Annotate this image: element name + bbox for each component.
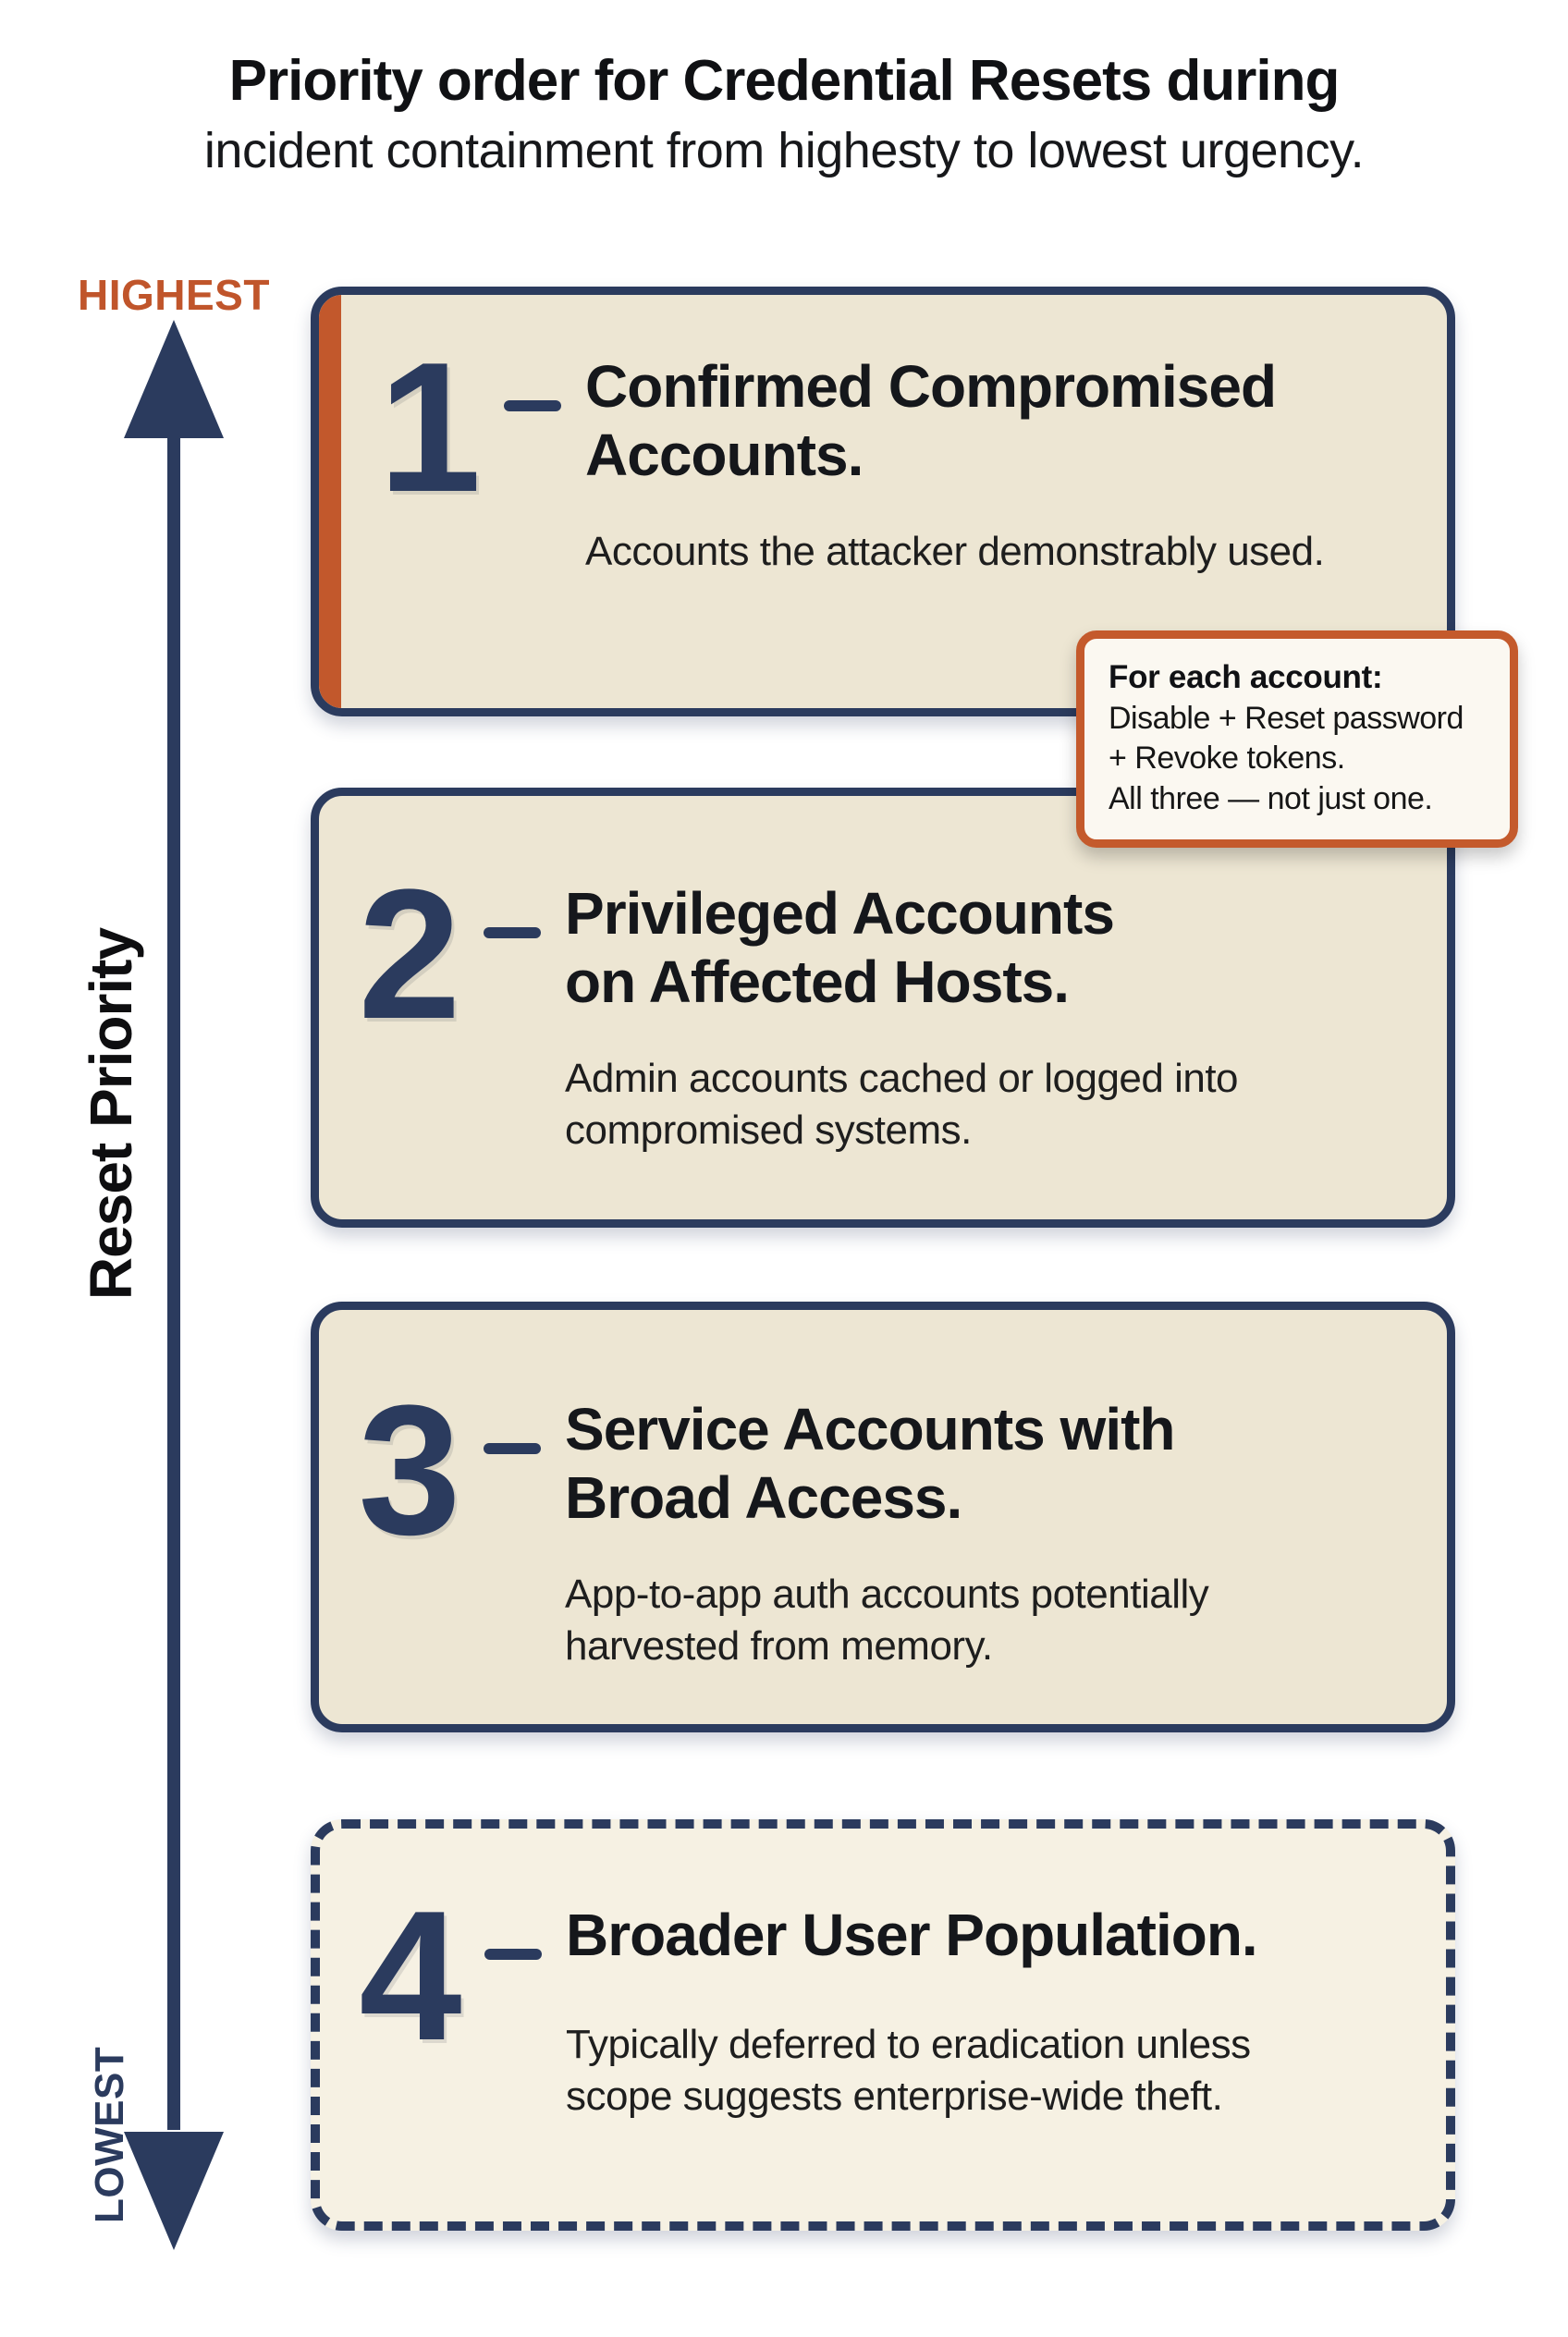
priority-2-description: Admin accounts cached or logged into com… [565,1056,1239,1153]
priority-box-2: 2 Privileged Accounts on Affected Hosts.… [311,788,1455,1228]
priority-box-4: 4 Broader User Population. Typically def… [311,1819,1455,2231]
callout-line: Disable + Reset password [1109,700,1464,736]
callout-heading: For each account: [1109,659,1383,695]
dash-separator [484,1949,542,1960]
priority-4-description: Typically deferred to eradication unless… [566,2022,1251,2119]
axis-highest-label: HIGHEST [78,271,270,319]
title-line-1: Priority order for Credential Resets dur… [228,49,1341,113]
page-title: Priority order for Credential Resets dur… [0,48,1568,181]
priority-4-number: 4 [359,1873,462,2079]
priority-axis-arrow-icon [124,320,224,2250]
priority-box-1: 1 Confirmed Compromised Accounts. Accoun… [311,287,1455,716]
callout-line: + Revoke tokens. [1109,740,1345,777]
priority-2-heading: Privileged Accounts on Affected Hosts. [565,880,1115,1016]
priority-box-3: 3 Service Accounts with Broad Access. Ap… [311,1302,1455,1732]
priority-1-number: 1 [378,324,482,531]
dash-separator [484,927,541,938]
priority-1-description: Accounts the attacker demonstrably used. [585,529,1325,575]
title-line-2: incident containment from highesty to lo… [203,123,1365,179]
priority-3-heading: Service Accounts with Broad Access. [565,1396,1176,1532]
dash-separator [504,400,561,411]
priority-1-accent-bar [319,295,341,708]
dash-separator [484,1443,541,1454]
priority-3-number: 3 [358,1367,461,1573]
callout-for-each-account: For each account: Disable + Reset passwo… [1076,630,1518,849]
priority-3-description: App-to-app auth accounts potentially har… [565,1572,1209,1669]
priority-4-heading: Broader User Population. [566,1902,1258,1968]
priority-1-heading: Confirmed Compromised Accounts. [585,353,1277,489]
priority-2-number: 2 [358,851,461,1058]
callout-line: All three — not just one. [1109,780,1433,816]
